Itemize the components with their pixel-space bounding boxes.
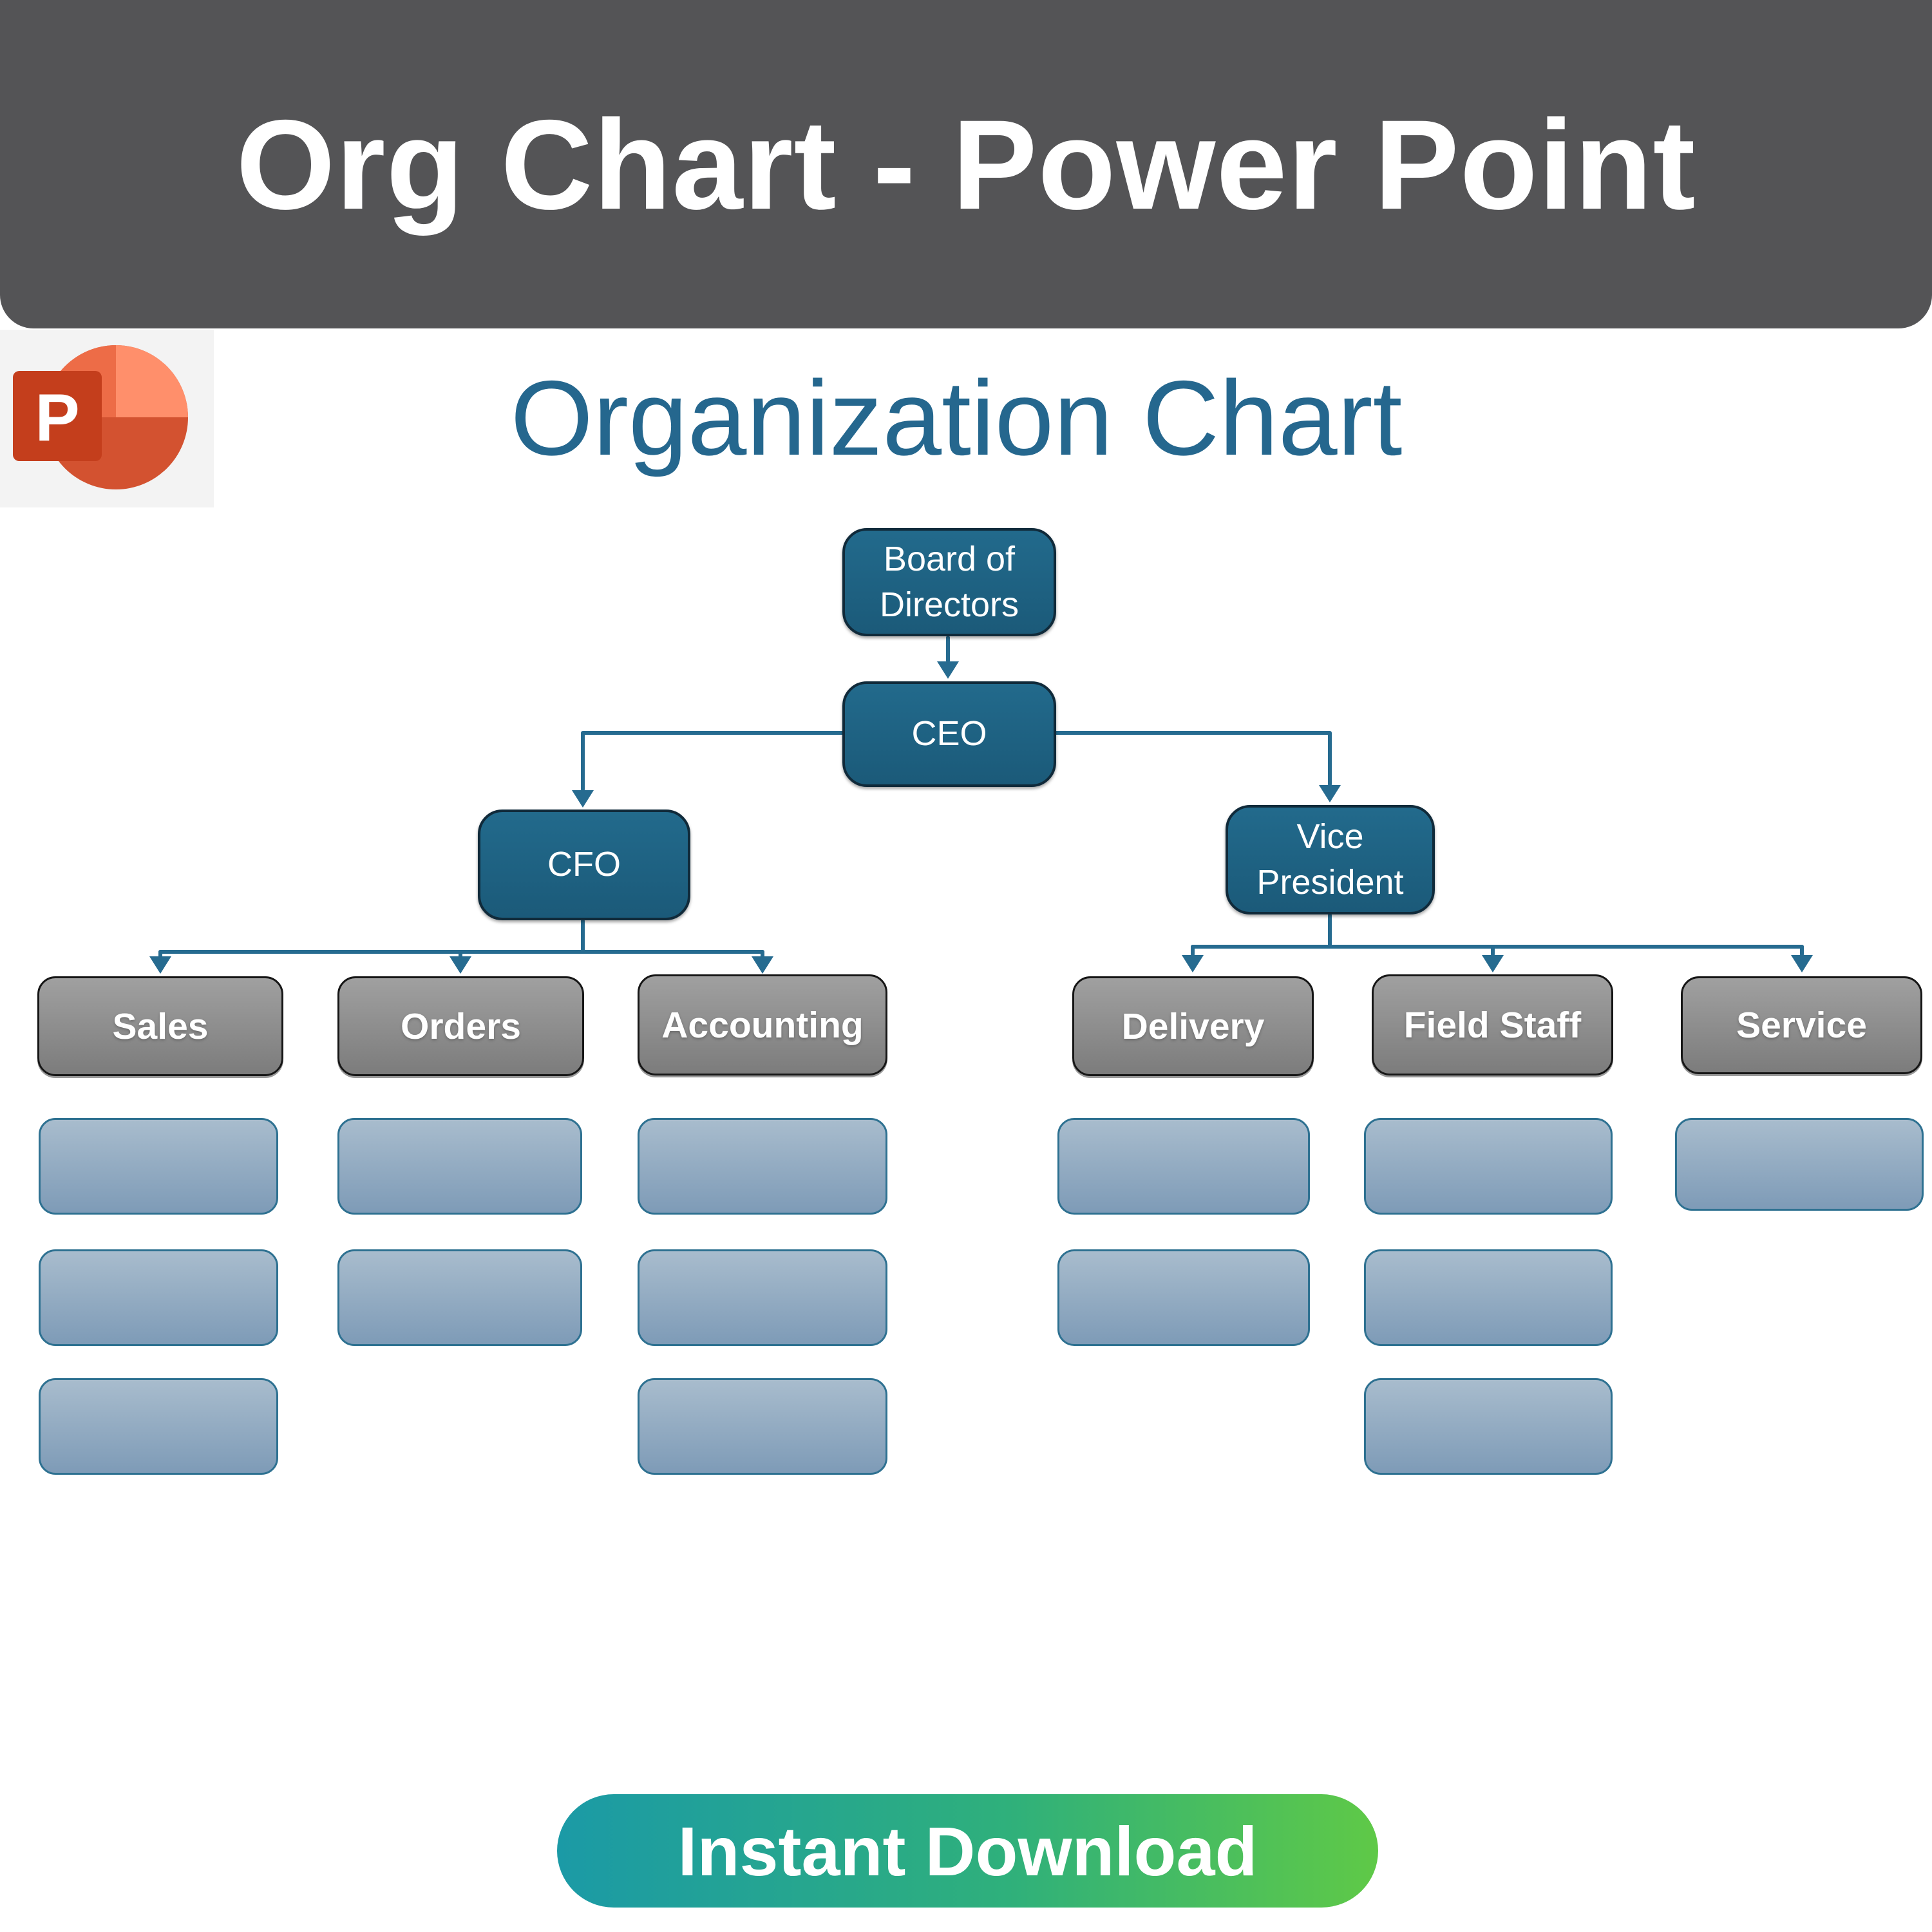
- placeholder-box-sales-1: [39, 1118, 278, 1215]
- placeholder-box-fieldstaff-1: [1364, 1118, 1613, 1215]
- banner-title: Org Chart - Power Point: [236, 93, 1696, 236]
- powerpoint-icon: P: [13, 345, 188, 489]
- placeholder-box-orders-2: [337, 1249, 582, 1346]
- placeholder-box-accounting-1: [638, 1118, 887, 1215]
- placeholder-box-accounting-3: [638, 1378, 887, 1475]
- node-vice-president: Vice President: [1226, 805, 1435, 914]
- placeholder-box-accounting-2: [638, 1249, 887, 1346]
- node-field-staff: Field Staff: [1372, 974, 1613, 1075]
- banner: Org Chart - Power Point: [0, 0, 1932, 328]
- node-orders: Orders: [337, 976, 584, 1076]
- placeholder-box-service-1: [1675, 1118, 1924, 1211]
- node-board-of-directors: Board of Directors: [842, 528, 1056, 636]
- placeholder-box-fieldstaff-2: [1364, 1249, 1613, 1346]
- node-ceo: CEO: [842, 681, 1056, 787]
- placeholder-box-sales-2: [39, 1249, 278, 1346]
- placeholder-box-sales-3: [39, 1378, 278, 1475]
- node-cfo: CFO: [478, 810, 690, 920]
- instant-download-label: Instant Download: [677, 1812, 1258, 1890]
- node-delivery: Delivery: [1072, 976, 1314, 1076]
- placeholder-box-delivery-1: [1057, 1118, 1310, 1215]
- placeholder-box-orders-1: [337, 1118, 582, 1215]
- node-service: Service: [1681, 976, 1922, 1074]
- powerpoint-icon-letter: P: [35, 381, 79, 455]
- node-accounting: Accounting: [638, 974, 887, 1075]
- instant-download-button[interactable]: Instant Download: [557, 1794, 1378, 1908]
- powerpoint-logo-tile: P: [0, 330, 214, 507]
- slide-title: Organization Chart: [510, 359, 1403, 477]
- placeholder-box-fieldstaff-3: [1364, 1378, 1613, 1475]
- placeholder-box-delivery-2: [1057, 1249, 1310, 1346]
- node-sales: Sales: [37, 976, 283, 1076]
